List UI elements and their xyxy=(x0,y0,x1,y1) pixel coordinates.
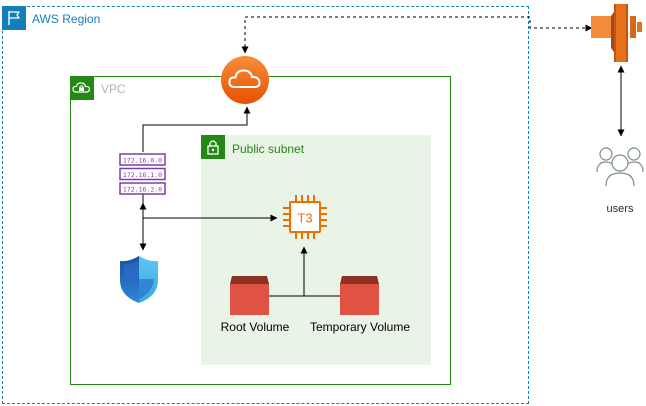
flag-icon xyxy=(2,6,26,30)
root-volume-icon[interactable] xyxy=(230,276,270,316)
route-entry: 172.16.2.0 xyxy=(123,185,162,193)
chip-icon[interactable]: T3 xyxy=(282,194,328,240)
public-subnet-label: Public subnet xyxy=(232,142,305,156)
connector-route-to-instance xyxy=(142,194,278,222)
vpc-label: VPC xyxy=(101,82,126,96)
padlock-icon xyxy=(201,135,225,159)
route-entry: 172.16.0.0 xyxy=(123,156,162,164)
users-label: users xyxy=(606,203,634,215)
api-gateway-icon[interactable] xyxy=(590,2,646,66)
cloud-lock-icon xyxy=(70,76,94,100)
users-icon[interactable] xyxy=(596,142,644,200)
connector-volumes-to-instance xyxy=(268,247,340,297)
route-entry: 172.16.1.0 xyxy=(123,171,162,179)
connector-route-to-gateway xyxy=(142,106,251,152)
aws-region-label: AWS Region xyxy=(32,12,101,26)
cloud-icon[interactable] xyxy=(220,55,270,105)
connector-gateway-to-api xyxy=(241,16,593,54)
temporary-volume-label: Temporary Volume xyxy=(309,320,411,334)
aws-region-container xyxy=(2,6,529,404)
root-volume-label: Root Volume xyxy=(220,320,290,334)
temporary-volume-icon[interactable] xyxy=(340,276,380,316)
public-subnet-container xyxy=(201,135,431,365)
instance-type-label: T3 xyxy=(297,211,312,226)
security-shield-icon[interactable] xyxy=(118,254,160,304)
route-table[interactable]: 172.16.0.0 172.16.1.0 172.16.2.0 xyxy=(119,153,167,197)
